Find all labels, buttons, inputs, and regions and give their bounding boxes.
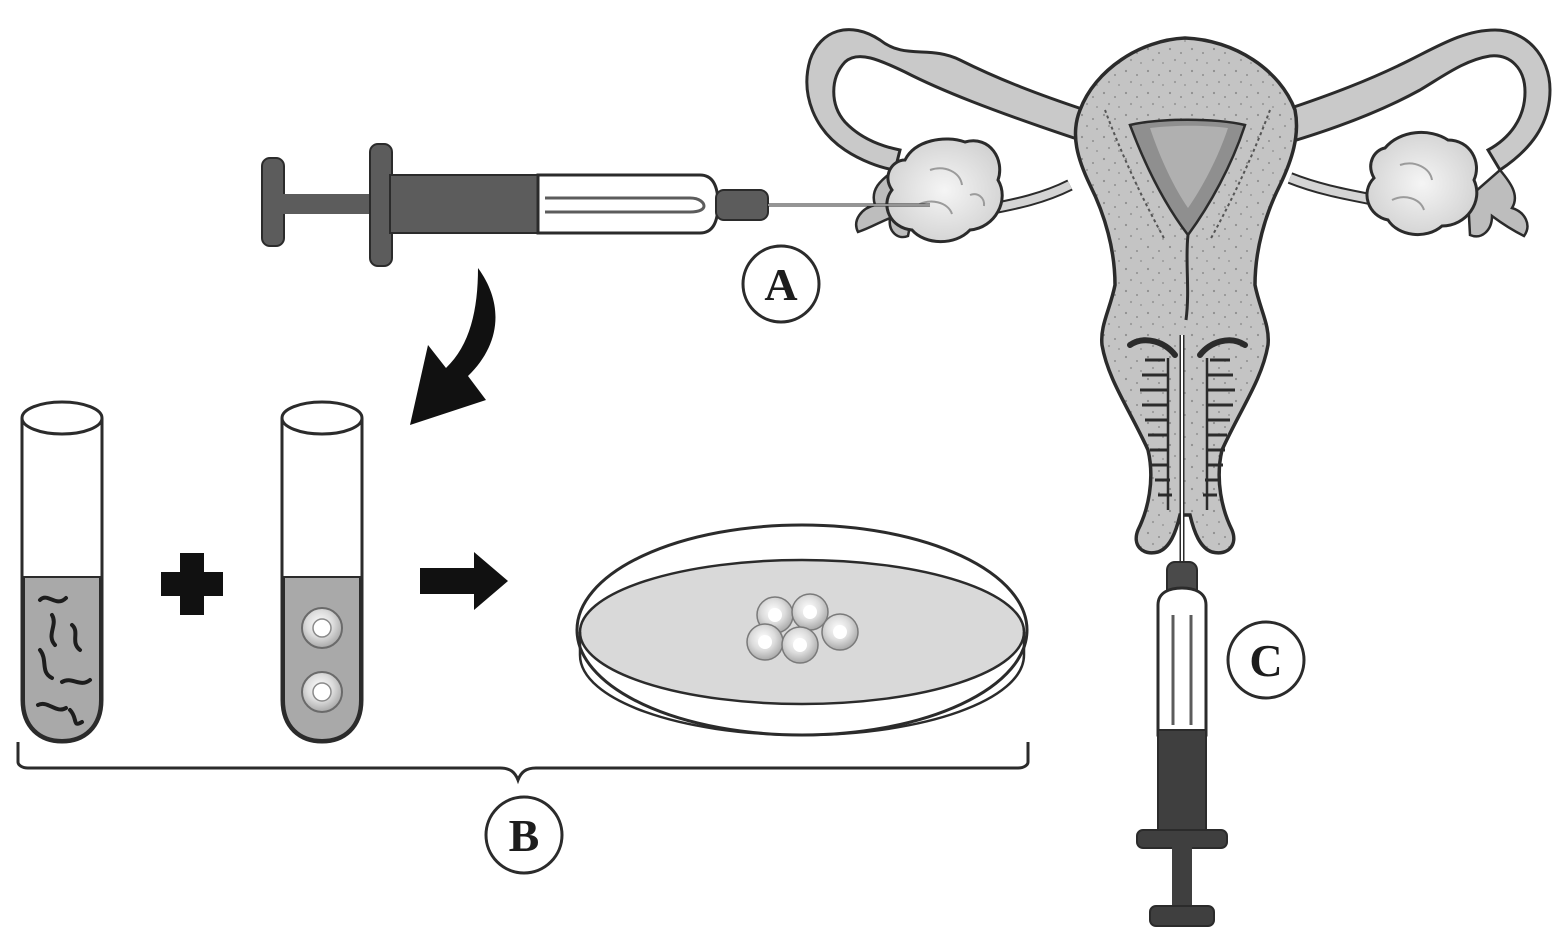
label-a: A xyxy=(743,246,819,322)
test-tube-icon xyxy=(282,402,362,742)
plus-icon xyxy=(161,553,223,615)
label-b: B xyxy=(486,797,562,873)
uterus-icon xyxy=(807,30,1550,568)
left-ovary xyxy=(887,139,1002,242)
right-arrow-icon xyxy=(420,552,508,610)
label-b-text: B xyxy=(509,810,540,861)
brace-icon xyxy=(18,742,1028,780)
test-tube-icon xyxy=(22,402,102,742)
petri-dish-icon xyxy=(577,525,1027,735)
syringe-icon xyxy=(1137,562,1227,926)
label-c: C xyxy=(1228,622,1304,698)
label-a-text: A xyxy=(764,259,797,310)
syringe-icon xyxy=(262,144,930,266)
right-ovary xyxy=(1367,132,1477,234)
right-fimbriae xyxy=(1468,170,1527,236)
curved-arrow-icon xyxy=(410,268,495,425)
label-c-text: C xyxy=(1249,635,1282,686)
